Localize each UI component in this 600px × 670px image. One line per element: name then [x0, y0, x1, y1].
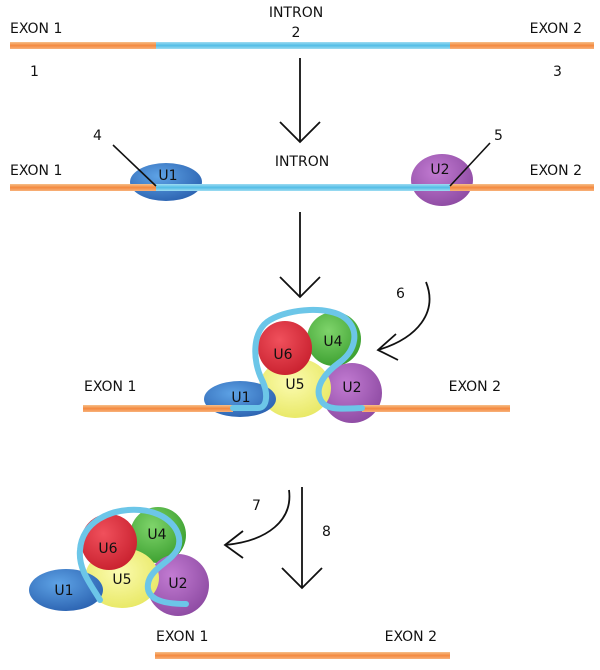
stage3-u1-label: U1 [231, 390, 250, 406]
stage3: U6 U4 U5 U2 U1 EXON 1 EXON 2 [83, 307, 510, 423]
stage4-u6-label: U6 [98, 541, 117, 557]
stage2-u2-particle [411, 154, 473, 206]
stage2-intron-strand [156, 184, 450, 191]
stage3-u6-particle [258, 321, 312, 375]
stage1-exon2-label: EXON 2 [530, 21, 582, 37]
spliced-exon1-strand [155, 652, 305, 659]
curved-arrow-7 [223, 489, 291, 559]
stage4-u5-label: U5 [112, 572, 131, 588]
stage1-intron-label: INTRON [269, 5, 323, 21]
label-7: 7 [252, 498, 261, 514]
stage4-intron-lariat [76, 506, 189, 607]
stage3-exon2-label: EXON 2 [449, 379, 501, 395]
stage4-spliced-mrna: EXON 1 EXON 2 [155, 629, 450, 659]
label-2: 2 [292, 25, 301, 41]
pointer-4 [112, 144, 157, 187]
stage2-u1-particle [130, 163, 202, 201]
stage4-u4-label: U4 [147, 527, 166, 543]
stage2-u1-label: U1 [158, 168, 177, 184]
stage2-exon1-label: EXON 1 [10, 163, 62, 179]
spliced-exon1-label: EXON 1 [156, 629, 208, 645]
stage3-u6-label: U6 [273, 347, 292, 363]
stage3-exon1-label: EXON 1 [84, 379, 136, 395]
label-5: 5 [494, 128, 503, 144]
stage4-u6-particle [81, 514, 137, 570]
spliced-exon2-label: EXON 2 [385, 629, 437, 645]
label-3: 3 [553, 64, 562, 80]
arrow-down-1 [279, 58, 321, 144]
arrow-down-2 [279, 212, 321, 299]
stage2-intron-label: INTRON [275, 154, 329, 170]
label-4: 4 [93, 128, 102, 144]
pointer-5 [449, 142, 491, 187]
stage2: U1 U2 4 5 EXON 1 INTRON EXON 2 [10, 128, 594, 206]
label-8: 8 [322, 524, 331, 540]
stage3-u2-label: U2 [342, 380, 361, 396]
stage4-u1-label: U1 [54, 583, 73, 599]
stage1-exon1-strand [10, 42, 156, 49]
label-1: 1 [30, 64, 39, 80]
label-6: 6 [396, 286, 405, 302]
stage3-u4-label: U4 [323, 334, 342, 350]
curved-arrow-6 [376, 281, 431, 361]
stage2-u2-label: U2 [430, 162, 449, 178]
stage1: EXON 1 INTRON 2 EXON 2 1 3 [10, 5, 594, 80]
arrow-down-8 [281, 487, 323, 590]
stage3-intron-loop [230, 307, 365, 412]
stage1-exon1-label: EXON 1 [10, 21, 62, 37]
stage4-spliceosome: U6 U4 U5 U2 U1 [29, 506, 209, 616]
stage3-exon1-strand [83, 405, 233, 412]
stage1-intron-strand [156, 42, 450, 49]
stage4-u2-label: U2 [168, 576, 187, 592]
stage3-exon2-strand [362, 405, 510, 412]
stage2-exon2-strand [450, 184, 594, 191]
stage2-exon1-strand [10, 184, 156, 191]
stage3-u5-label: U5 [285, 377, 304, 393]
stage2-exon2-label: EXON 2 [530, 163, 582, 179]
spliced-exon2-strand [305, 652, 450, 659]
stage1-exon2-strand [450, 42, 594, 49]
